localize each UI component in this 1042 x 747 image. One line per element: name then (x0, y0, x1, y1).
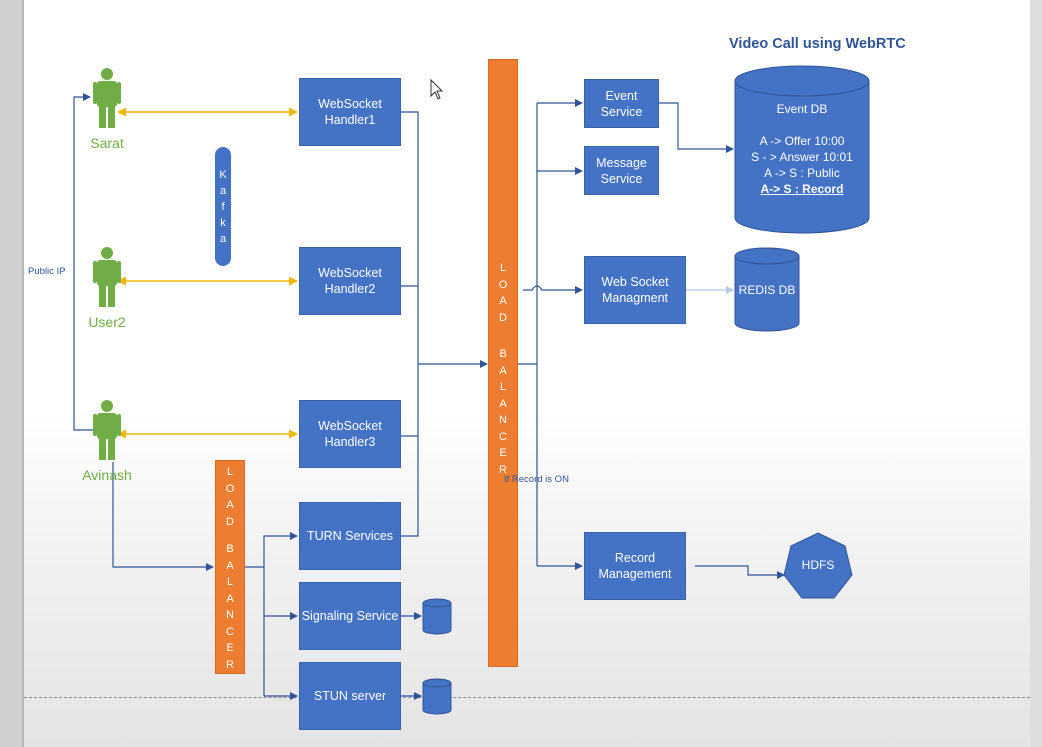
websocket-handler-1: WebSocket Handler1 (299, 78, 401, 146)
right-window-edge (1030, 0, 1042, 747)
load-balancer-letter: N (499, 414, 507, 426)
event-service-box: Event Service (584, 79, 659, 128)
left-window-edge (0, 0, 22, 747)
load-balancer-letter: A (226, 559, 234, 572)
message-service-box: Message Service (584, 146, 659, 195)
event-db-entry: A -> S : Public (764, 166, 840, 180)
user-name-sarat: Sarat (90, 135, 124, 151)
turn-services-box: TURN Services (299, 502, 401, 570)
load-balancer-letter: O (498, 278, 508, 291)
signaling-db-cylinder (422, 598, 452, 635)
user-name-avinash: Avinash (82, 467, 132, 483)
load-balancer-letter: B (226, 543, 234, 555)
slide-bottom-dotted-line (24, 697, 1030, 698)
mouse-cursor-icon (430, 78, 444, 100)
kafka-letter: a (219, 184, 227, 197)
hdfs-heptagon (783, 532, 853, 599)
kafka-letter: a (219, 232, 227, 245)
left-window-border (22, 0, 24, 747)
event-db-highlight-entry: A-> S : Record (760, 182, 844, 196)
websocket-management-box: Web Socket Managment (584, 256, 686, 324)
kafka-letter: K (219, 168, 227, 181)
user-icon-user2 (93, 247, 121, 307)
websocket-handler-2: WebSocket Handler2 (299, 247, 401, 315)
load-balancer-letter: O (225, 482, 235, 495)
load-balancer-letter: C (499, 430, 507, 443)
load-balancer-letter: A (226, 592, 234, 605)
kafka-letter: k (220, 216, 226, 229)
signaling-service-box: Signaling Service (299, 582, 401, 650)
redis-db-cylinder (734, 247, 800, 332)
load-balancer-letter: A (499, 364, 507, 377)
load-balancer-letter: R (499, 463, 507, 476)
load-balancer-letter: B (499, 348, 507, 360)
load-balancer-letter: A (226, 499, 234, 511)
redis-db-label: REDIS DB (738, 283, 796, 297)
event-db-title: Event DB (776, 102, 828, 116)
load-balancer-letter: D (499, 311, 507, 324)
user-icon-avinash (93, 400, 121, 460)
user-icon-sarat (93, 68, 121, 128)
kafka-letter: f (221, 200, 225, 213)
load-balancer-letter: C (226, 625, 234, 638)
load-balancer-letter: L (226, 576, 234, 588)
load-balancer-letter: L (499, 262, 507, 274)
stun-server-box: STUN server (299, 662, 401, 730)
load-balancer-letter: R (226, 658, 234, 671)
hdfs-label: HDFS (801, 558, 835, 572)
load-balancer-letter: L (499, 381, 507, 393)
load-balancer-letter: E (499, 447, 507, 459)
record-management-box: Record Management (584, 532, 686, 600)
load-balancer-letter: E (226, 642, 234, 654)
event-db-entry: S - > Answer 10:01 (751, 150, 853, 164)
load-balancer-letter: A (499, 295, 507, 307)
load-balancer-letter: A (499, 397, 507, 410)
public-ip-label: Public IP (28, 266, 66, 277)
event-db-cylinder (734, 65, 870, 234)
load-balancer-letter: N (226, 609, 234, 621)
load-balancer-letter: D (226, 515, 234, 528)
user-name-user2: User2 (88, 314, 126, 330)
event-db-entry: A -> Offer 10:00 (759, 134, 845, 148)
load-balancer-letter: L (226, 466, 234, 478)
stun-db-cylinder (422, 678, 452, 715)
websocket-handler-3: WebSocket Handler3 (299, 400, 401, 468)
diagram-title: Video Call using WebRTC (729, 36, 906, 52)
record-condition-label: If Record is ON (504, 474, 569, 485)
